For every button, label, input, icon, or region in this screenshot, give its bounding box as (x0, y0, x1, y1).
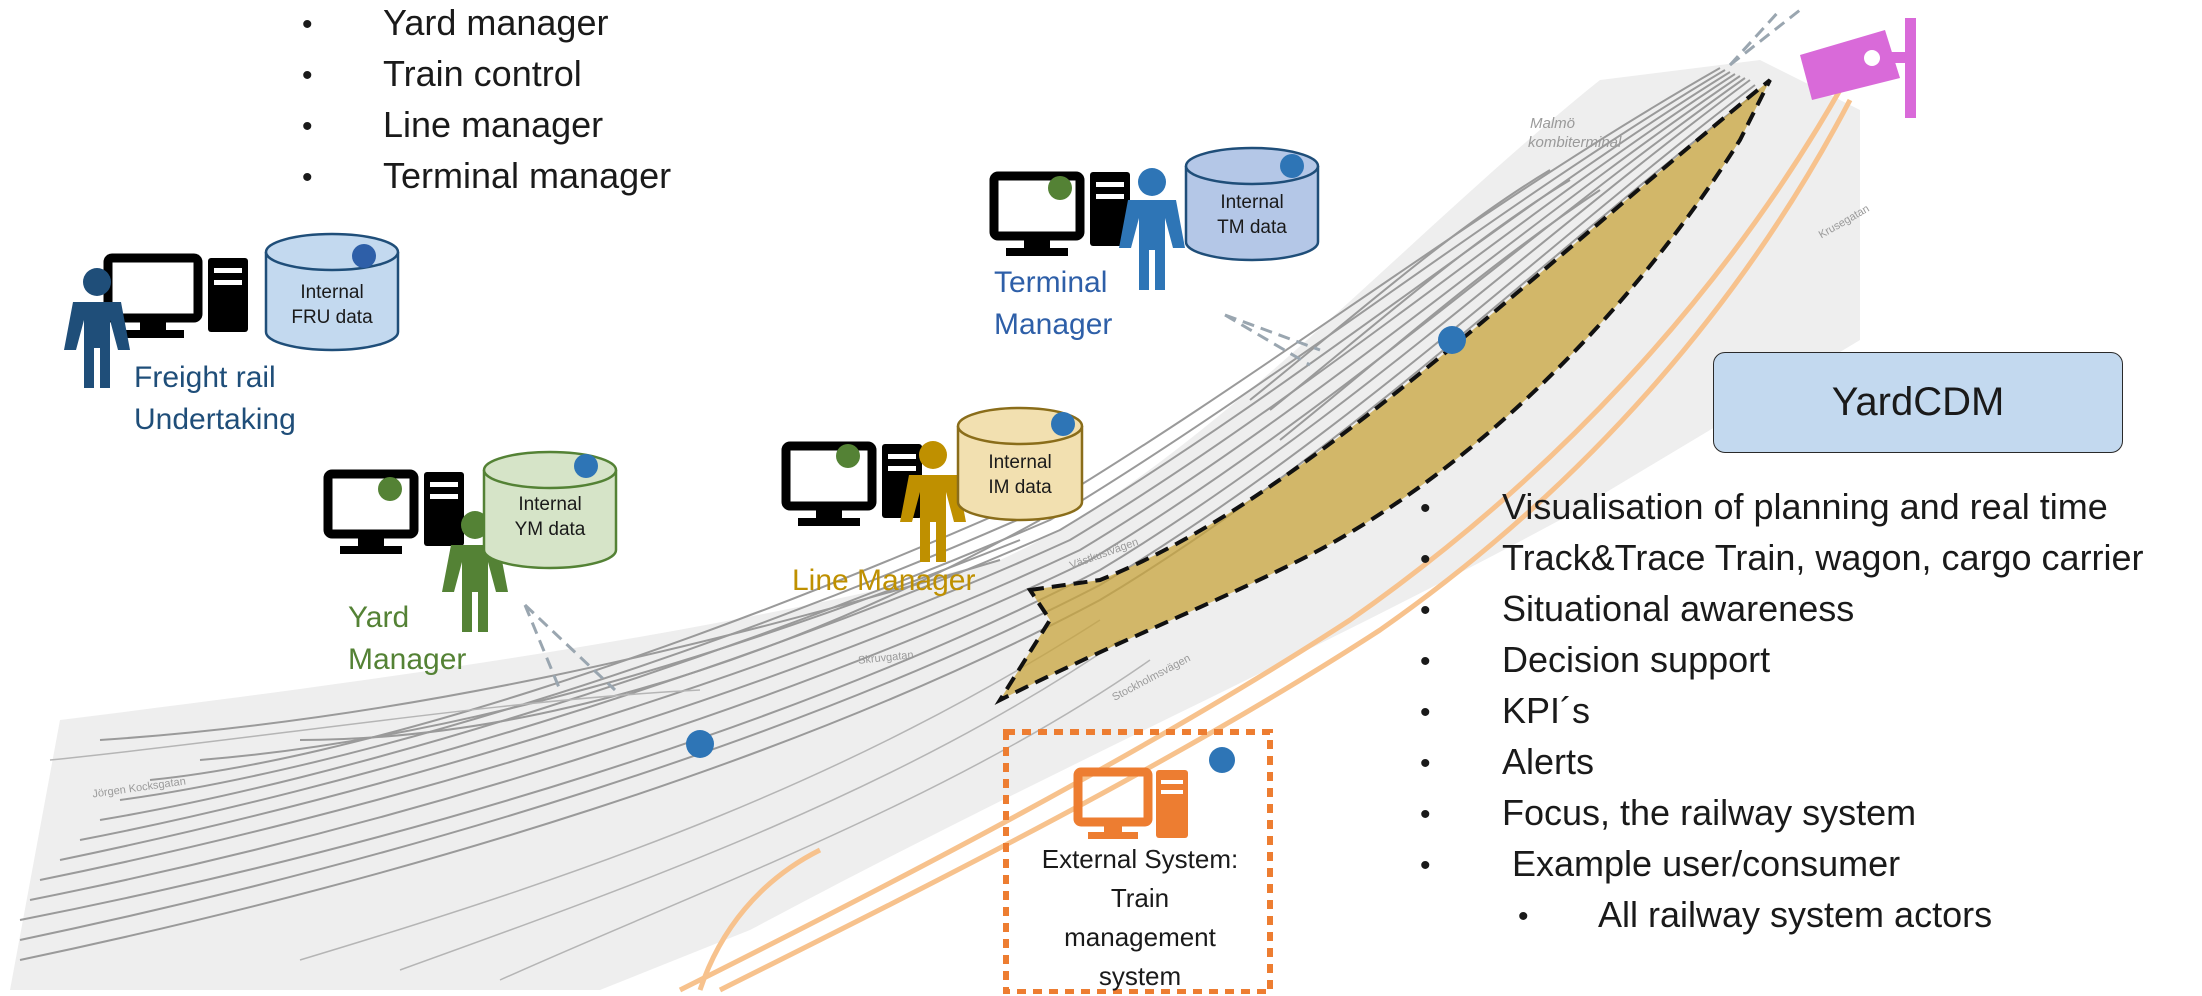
db-label-line: Internal (518, 494, 582, 515)
db-label-line: FRU data (291, 307, 373, 328)
bullet: • (1420, 543, 1431, 576)
map-label: Malmö (1530, 115, 1576, 132)
bullet: • (302, 110, 313, 143)
bullet: • (302, 8, 313, 41)
db-label-line: TM data (1217, 217, 1287, 238)
fru-db-label: Internal FRU data (266, 280, 398, 330)
person-icon (1119, 168, 1185, 290)
highlighted-yard-zone (994, 78, 1772, 705)
actor-label-line: Manager (994, 308, 1113, 341)
bullet: • (1420, 594, 1431, 627)
computer-icon (1073, 767, 1188, 839)
person-icon (442, 511, 508, 632)
role-item: Line manager (383, 104, 604, 145)
yard-map (10, 8, 1860, 993)
database-icon (482, 450, 618, 570)
person-icon (900, 441, 966, 562)
sensor-dot (1438, 326, 1466, 354)
bullet: • (302, 59, 313, 92)
bullet: • (1518, 900, 1529, 933)
lm-db-label: Internal IM data (958, 450, 1082, 500)
feature-item: KPI´s (1502, 690, 1591, 731)
lm-actor-group (781, 406, 1084, 562)
computer-icon (989, 171, 1130, 256)
bullet: • (1420, 492, 1431, 525)
role-item: Train control (383, 53, 582, 94)
bullet: • (1420, 747, 1431, 780)
map-label: kombiterminal (1528, 134, 1622, 151)
feature-item: Example user/consumer (1502, 843, 1901, 884)
lm-label: Line Manager (792, 560, 975, 602)
bullet: • (1420, 645, 1431, 678)
bullet: • (1420, 849, 1431, 882)
external-label-line: system (1098, 961, 1182, 991)
role-item: Terminal manager (383, 155, 672, 196)
actor-label-line: Manager (348, 643, 467, 676)
fru-actor-group (64, 232, 400, 388)
computer-icon (103, 253, 248, 338)
database-icon (1184, 146, 1320, 262)
person-icon (64, 268, 130, 388)
sensor-dots (686, 326, 1466, 758)
db-label-line: IM data (988, 477, 1052, 498)
sensor-dot (686, 730, 714, 758)
camera-icon (1800, 18, 1916, 118)
feature-item: Situational awareness (1502, 588, 1855, 629)
external-label-line: management (1064, 922, 1216, 952)
yardcdm-box: YardCDM (1713, 352, 2123, 453)
feature-item: Decision support (1502, 639, 1771, 680)
fru-label: Freight rail Undertaking (134, 357, 296, 441)
tm-label: Terminal Manager (994, 262, 1112, 346)
computer-icon (781, 441, 922, 526)
actor-label-line: Freight rail (134, 361, 276, 394)
tm-db-label: Internal TM data (1186, 190, 1318, 240)
external-label-line: External System: (1041, 844, 1239, 874)
bullet: • (302, 161, 313, 194)
external-system-label: External System: Train management system (1010, 840, 1270, 996)
db-label-line: Internal (988, 452, 1052, 473)
db-label-line: YM data (514, 519, 586, 540)
feature-item: Focus, the railway system (1502, 792, 1917, 833)
bullet: • (1420, 696, 1431, 729)
actor-label-line: Undertaking (134, 403, 296, 436)
database-icon (264, 232, 400, 352)
db-label-line: Internal (1220, 192, 1284, 213)
sub-feature-item: All railway system actors (1598, 894, 1993, 935)
actor-label-line: Yard (348, 601, 410, 634)
database-icon (956, 406, 1084, 522)
role-item: Yard manager (383, 2, 609, 43)
tm-actor-group (989, 146, 1320, 290)
external-label-line: Train (1110, 883, 1170, 913)
feature-item: Track&Trace Train, wagon, cargo carrier (1502, 537, 2144, 578)
ym-actor-group (323, 450, 618, 632)
feature-item: Alerts (1502, 741, 1595, 782)
ym-db-label: Internal YM data (484, 492, 616, 542)
bullet: • (1420, 798, 1431, 831)
actor-label-line: Line Manager (792, 564, 976, 597)
ym-label: Yard Manager (348, 597, 466, 681)
db-label-line: Internal (300, 282, 364, 303)
feature-item: Visualisation of planning and real time (1502, 486, 2108, 527)
actor-label-line: Terminal (994, 266, 1108, 299)
external-system-group (1003, 729, 1273, 994)
computer-icon (323, 469, 464, 554)
